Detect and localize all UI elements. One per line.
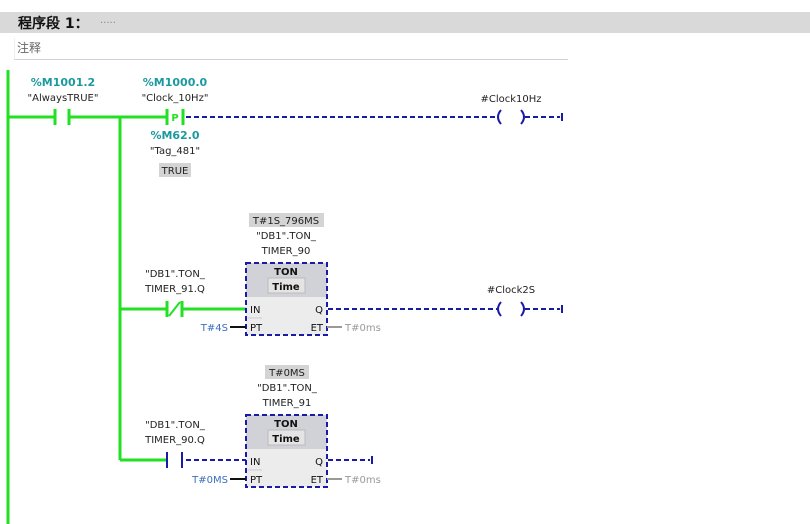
contact2-name-l2: TIMER_91.Q (144, 284, 205, 295)
timer-type: TON (274, 267, 298, 278)
coil2-name: #Clock2S (487, 285, 535, 296)
timer-current-badge (265, 365, 309, 379)
timer-pt: PT (250, 323, 263, 334)
comment-text: 注释 (17, 41, 42, 55)
timer-type-select[interactable] (267, 277, 306, 294)
timer-et: ET (311, 323, 324, 334)
network-comment[interactable]: 注释 (14, 38, 568, 60)
timer-instance-l1: "DB1".TON_ (256, 231, 317, 242)
timer-current-value: T#0MS (268, 368, 305, 379)
pt-value[interactable]: T#0MS (191, 475, 228, 486)
edge-address: %M62.0 (150, 129, 199, 142)
timer-q: Q (315, 305, 323, 316)
timer-in: IN (250, 305, 260, 316)
et-value: T#0ms (344, 323, 381, 334)
contact2-name-l1: "DB1".TON_ (145, 269, 206, 280)
network-title: 程序段 1： (18, 16, 89, 32)
timer-pt: PT (250, 475, 263, 486)
coil-clock2s[interactable] (497, 301, 525, 317)
energized-wires (6, 70, 246, 524)
edge-name: "Tag_481" (150, 146, 200, 157)
coil-clock10hz[interactable] (497, 109, 525, 125)
timer-type: TON (274, 419, 298, 430)
contact-always-true[interactable] (53, 109, 71, 125)
coil1-name: #Clock10Hz (480, 94, 541, 105)
timer-et: ET (311, 475, 324, 486)
timer-q: Q (315, 457, 323, 468)
timer-subtype: Time (272, 434, 300, 445)
pt-value[interactable]: T#4S (200, 323, 228, 334)
timer-instance-l1: "DB1".TON_ (257, 383, 318, 394)
timer-subtype: Time (272, 282, 300, 293)
contact3-name-l2: TIMER_90.Q (144, 435, 205, 446)
et-value: T#0ms (344, 475, 381, 486)
timer-instance-l2: TIMER_90 (261, 246, 311, 257)
unpowered-wires (186, 116, 560, 461)
network-title-placeholder[interactable]: ..... (100, 15, 116, 26)
network-header[interactable]: 程序段 1： ..... (0, 12, 810, 33)
timer-type-select[interactable] (267, 429, 306, 446)
timer-instance-l2: TIMER_91 (262, 398, 312, 409)
contact1-name: "AlwaysTRUE" (28, 93, 99, 104)
contact1-address: %M1001.2 (31, 76, 95, 89)
no-contact-timer90[interactable] (166, 452, 183, 468)
pcontact-address: %M1000.0 (143, 76, 208, 89)
edge-value: TRUE (161, 166, 189, 177)
pcontact-name: "Clock_10Hz" (142, 93, 209, 104)
timer-current-badge (249, 213, 324, 227)
timer-in: IN (250, 457, 260, 468)
edge-value-badge (159, 163, 191, 177)
p-symbol: P (171, 113, 178, 124)
p-edge-contact[interactable] (165, 109, 185, 125)
nc-contact-timer91[interactable] (165, 301, 184, 317)
contact3-name-l1: "DB1".TON_ (145, 420, 206, 431)
timer-current-value: T#1S_796MS (252, 216, 319, 227)
